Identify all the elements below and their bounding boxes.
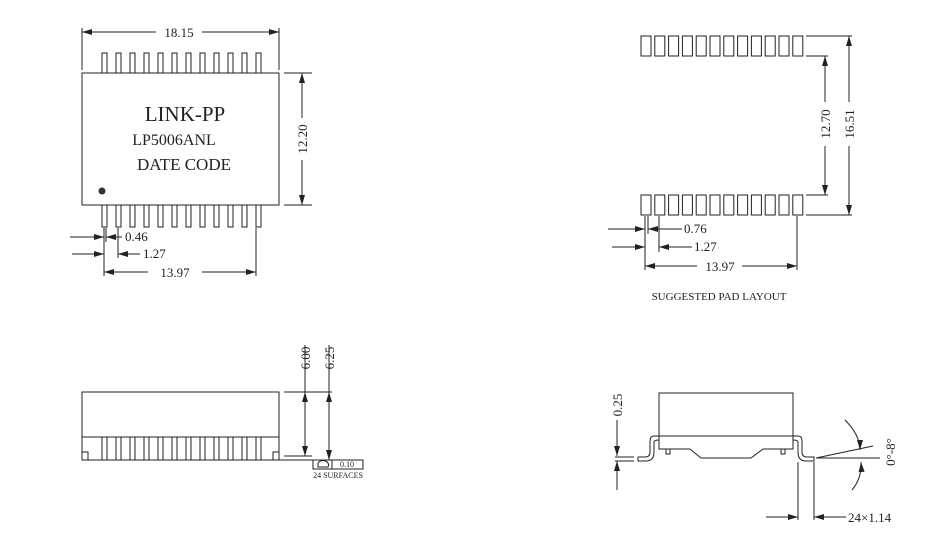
pin xyxy=(157,204,164,228)
pin xyxy=(241,204,248,228)
pad xyxy=(654,194,666,216)
lead xyxy=(143,436,150,461)
side-view: 6.00 6.25 0.10 24 SURFACES xyxy=(81,345,364,480)
foot xyxy=(272,451,280,461)
pad xyxy=(750,35,762,57)
dim-angle: 0°-8° xyxy=(883,438,898,466)
lead xyxy=(115,436,122,461)
dim-lead-length: 24×1.14 xyxy=(848,510,892,525)
pin xyxy=(213,52,220,74)
pad xyxy=(764,35,776,57)
lead xyxy=(255,436,262,461)
pad xyxy=(709,194,721,216)
pad xyxy=(668,35,680,57)
dim-height: 12.20 xyxy=(295,124,310,153)
dim-width: 18.15 xyxy=(164,25,193,40)
dim-pad-span: 13.97 xyxy=(705,259,735,274)
pad xyxy=(709,35,721,57)
pad xyxy=(778,35,790,57)
top-view: LINK-PP LP5006ANL DATE CODE 18.15 12.20 … xyxy=(70,25,312,280)
lead xyxy=(213,436,220,461)
lead xyxy=(241,436,248,461)
foot xyxy=(81,451,89,461)
pin xyxy=(143,204,150,228)
pin xyxy=(157,52,164,74)
pin xyxy=(101,204,108,228)
pin xyxy=(129,204,136,228)
pad xyxy=(723,194,735,216)
pads xyxy=(640,35,804,216)
pad xyxy=(737,35,749,57)
dim-pad-outer: 16.51 xyxy=(842,109,857,138)
lead xyxy=(171,436,178,461)
pad xyxy=(695,35,707,57)
pad-layout-title: SUGGESTED PAD LAYOUT xyxy=(652,291,787,303)
pad xyxy=(764,194,776,216)
dim-pad-width: 0.76 xyxy=(684,221,707,236)
part-number-label: LP5006ANL xyxy=(132,132,216,149)
flatness-icon xyxy=(317,460,330,468)
pin xyxy=(185,52,192,74)
lead xyxy=(157,436,164,461)
dim-lead-width: 0.46 xyxy=(125,229,148,244)
pad xyxy=(654,35,666,57)
pad xyxy=(792,35,804,57)
pin xyxy=(129,52,136,74)
dim-standoff: 0.25 xyxy=(610,394,625,417)
pad xyxy=(681,35,693,57)
pin xyxy=(213,204,220,228)
side-legs xyxy=(81,436,280,461)
pad-layout-view: 12.70 16.51 0.76 1.27 13.97 SUGGESTED PA… xyxy=(608,35,857,303)
package-body xyxy=(81,72,280,206)
flatness-value: 0.10 xyxy=(340,460,354,469)
lead xyxy=(199,436,206,461)
pad xyxy=(668,194,680,216)
pin xyxy=(115,204,122,228)
lead xyxy=(227,436,234,461)
pin xyxy=(227,52,234,74)
pad xyxy=(695,194,707,216)
pad xyxy=(778,194,790,216)
date-code-label: DATE CODE xyxy=(137,155,231,174)
pin xyxy=(143,52,150,74)
dim-body-height: 6.00 xyxy=(298,347,313,370)
profile-view: 0.25 0°-8° 24×1.14 xyxy=(610,392,898,525)
pin xyxy=(241,52,248,74)
dim-span: 13.97 xyxy=(160,265,190,280)
pin1-dot xyxy=(98,187,106,195)
dim-total-height: 6.25 xyxy=(322,347,337,370)
brand-label: LINK-PP xyxy=(145,102,226,126)
pad xyxy=(737,194,749,216)
lead xyxy=(101,436,108,461)
lead xyxy=(185,436,192,461)
pad xyxy=(723,35,735,57)
pin xyxy=(101,52,108,74)
pin xyxy=(255,204,262,228)
pad xyxy=(681,194,693,216)
pin xyxy=(115,52,122,74)
dim-pad-inner: 12.70 xyxy=(818,109,833,138)
pin xyxy=(171,204,178,228)
pin xyxy=(199,204,206,228)
pad xyxy=(750,194,762,216)
pin xyxy=(171,52,178,74)
pin xyxy=(255,52,262,74)
pad xyxy=(640,194,652,216)
pin xyxy=(199,52,206,74)
pad xyxy=(792,194,804,216)
pad xyxy=(640,35,652,57)
pin xyxy=(227,204,234,228)
dim-pitch: 1.27 xyxy=(143,246,166,261)
dim-pad-pitch: 1.27 xyxy=(694,239,717,254)
flatness-note: 24 SURFACES xyxy=(313,471,363,480)
lead xyxy=(129,436,136,461)
pin xyxy=(185,204,192,228)
